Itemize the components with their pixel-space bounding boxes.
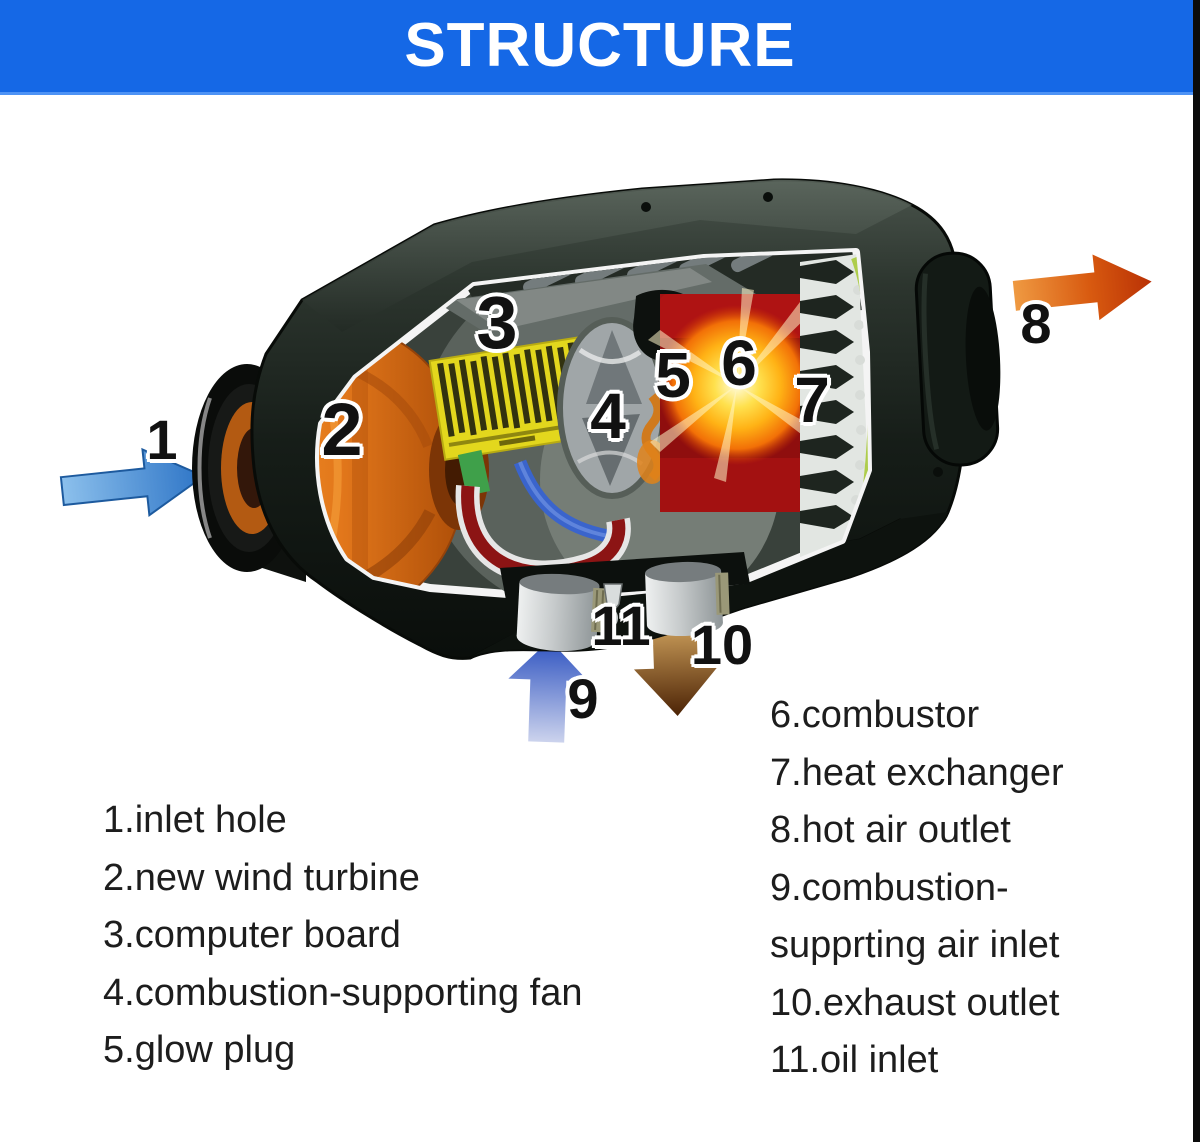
- callout-11: 11: [591, 594, 651, 657]
- callout-6: 6: [721, 327, 757, 399]
- callout-10: 10: [690, 613, 754, 676]
- legend-right-column: 6.combustor 7.heat exchanger 8.hot air o…: [770, 687, 1064, 1090]
- hot-air-outlet-arrow-icon: [1012, 254, 1152, 321]
- callout-5: 5: [655, 339, 691, 411]
- right-edge-strip: [1193, 0, 1200, 1142]
- legend-item-combustion-air-line2: supprting air inlet: [770, 924, 1060, 966]
- legend-item-exhaust-outlet: 10.exhaust outlet: [770, 981, 1060, 1024]
- combustion-air-inlet-port: [516, 573, 608, 652]
- legend-item-heat-exchanger: 7.heat exchanger: [770, 751, 1064, 794]
- legend-item-combustion-air-line1: 9.combustion-: [770, 866, 1009, 909]
- combustion-air-inlet-arrow-icon: [508, 640, 589, 743]
- cutaway-interior: [315, 248, 872, 602]
- callout-7: 7: [794, 364, 830, 436]
- callout-1: 1: [146, 408, 178, 471]
- legend-left-column: 1.inlet hole 2.new wind turbine 3.comput…: [103, 792, 583, 1080]
- exhaust-port: [645, 561, 730, 637]
- page-title: STRUCTURE: [404, 11, 796, 80]
- callout-9: 9: [567, 667, 599, 730]
- legend-item-inlet-hole: 1.inlet hole: [103, 799, 287, 841]
- legend-item-oil-inlet: 11.oil inlet: [770, 1039, 939, 1081]
- bottom-ports: [500, 552, 750, 652]
- combustor: [648, 288, 820, 512]
- legend-item-combustor: 6.combustor: [770, 694, 980, 736]
- legend-item-combustion-fan: 4.combustion-supporting fan: [103, 971, 583, 1014]
- oil-inlet-nozzle: [603, 583, 623, 626]
- callout-2: 2: [321, 388, 363, 471]
- callout-3: 3: [476, 281, 518, 364]
- header-bar: STRUCTURE: [0, 0, 1200, 95]
- exhaust-outlet-arrow-icon: [633, 627, 718, 716]
- inlet-arrow-icon: [59, 447, 206, 517]
- legend-item-glow-plug: 5.glow plug: [103, 1029, 296, 1071]
- combustion-fan: [557, 317, 667, 499]
- callout-8: 8: [1020, 292, 1052, 355]
- hot-air-outlet-port: [914, 251, 1001, 467]
- callout-4: 4: [590, 380, 626, 452]
- legend-item-wind-turbine: 2.new wind turbine: [103, 856, 420, 899]
- heat-exchanger: [800, 254, 869, 560]
- legend-item-hot-air-outlet: 8.hot air outlet: [770, 809, 1011, 851]
- legend-item-computer-board: 3.computer board: [103, 914, 401, 956]
